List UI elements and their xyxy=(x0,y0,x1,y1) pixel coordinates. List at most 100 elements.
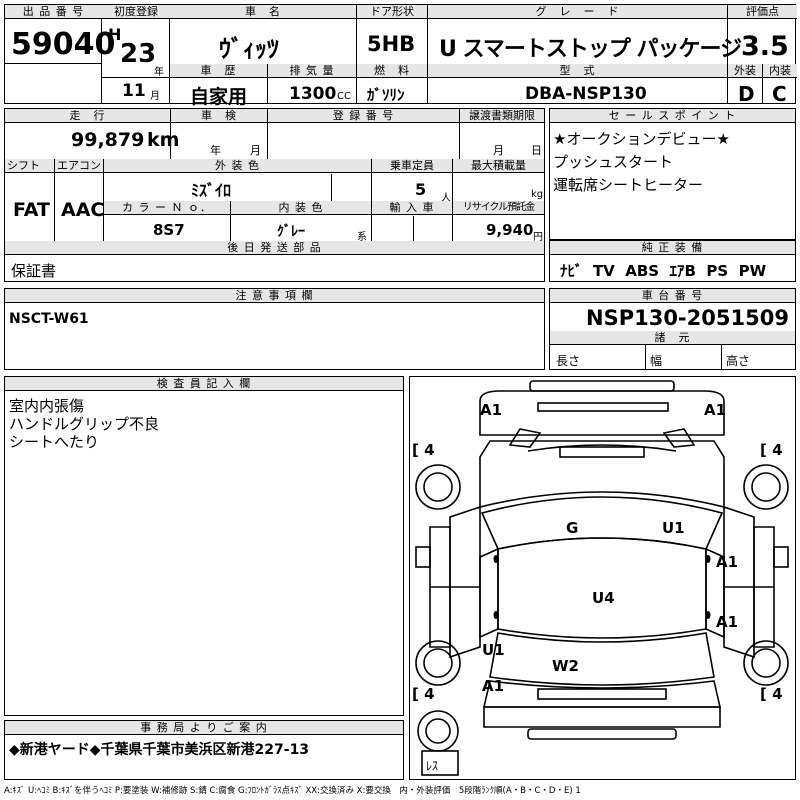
notes-block: 注 意 事 項 欄 NSCT-W61 xyxy=(4,288,545,370)
mark-rear-left-quarter: U1 xyxy=(482,641,505,659)
inspector-block: 検 査 員 記 入 欄 室内内張傷 ハンドルグリップ不良 シートへたり xyxy=(4,376,404,716)
office-info: ◆新港ヤード◆千葉県千葉市美浜区新港227-13 xyxy=(9,742,310,758)
equipment-block: 純 正 装 備 ﾅﾋﾞ TV ABS ｴｱB PS PW xyxy=(549,240,796,282)
inspector-line-3: シートへたり xyxy=(9,433,100,451)
mark-right-front-door: A1 xyxy=(716,553,739,571)
damage-legend: A:ｷｽﾞ U:ﾍｺﾐ B:ｷｽﾞを伴うﾍｺﾐ P:要塗装 W:補修跡 S:錆 … xyxy=(4,786,581,796)
later-parts: 保証書 xyxy=(11,262,57,280)
ac: AAC xyxy=(61,199,105,221)
kg-unit: kg xyxy=(531,189,544,200)
equipment-label: 純 正 装 備 xyxy=(550,241,795,255)
mark-rear-left: A1 xyxy=(482,677,505,695)
tire-rear-right: [ 4 xyxy=(760,685,783,703)
import-label: 輸 入 車 xyxy=(372,201,452,215)
lot-label: 出 品 番 号 xyxy=(5,5,102,19)
tr-month-unit: 月 xyxy=(493,144,504,157)
length-label: 長さ xyxy=(556,354,581,368)
person-unit: 人 xyxy=(441,193,451,204)
notes: NSCT-W61 xyxy=(9,311,89,327)
tire-front-right: [ 4 xyxy=(760,441,783,459)
grade: U スマートストップ パッケージ xyxy=(439,37,742,62)
int-label: 内装 xyxy=(763,64,797,78)
inspector-line-1: 室内内張傷 xyxy=(9,397,85,415)
notes-label: 注 意 事 項 欄 xyxy=(5,289,544,303)
displacement: 1300 xyxy=(289,84,337,104)
colorno: 8S7 xyxy=(153,221,185,239)
insp-year-unit: 年 xyxy=(210,144,221,157)
later-parts-label: 後 日 発 送 部 品 xyxy=(5,241,544,255)
tire-rear-left: [ 4 xyxy=(412,685,435,703)
reg-month: 11 xyxy=(122,81,146,101)
ext-grade: D xyxy=(738,82,755,106)
color-label: 外 装 色 xyxy=(104,159,371,173)
insp-month-unit: 月 xyxy=(250,144,261,157)
score-label: 評価点 xyxy=(728,5,797,19)
colorno-label: カ ラ ー Ｎ ｏ． xyxy=(104,201,231,215)
first-reg-label: 初度登録 xyxy=(102,5,170,19)
month-unit: 月 xyxy=(150,91,160,102)
mark-front-pillar-right: U1 xyxy=(662,519,685,537)
sales-block: セ ー ル ス ポ イ ン ト ★オークションデビュー★ プッシュスタート 運転… xyxy=(549,108,796,240)
tire-front-left: [ 4 xyxy=(412,441,435,459)
reg-year: 23 xyxy=(120,39,157,69)
sales-label: セ ー ル ス ポ イ ン ト xyxy=(550,109,795,123)
mileage-label: 走 行 xyxy=(5,109,171,123)
reg-no-label: 登 録 番 号 xyxy=(268,109,459,123)
car-name-label: 車 名 xyxy=(170,5,357,19)
fuel: ｶﾞｿﾘﾝ xyxy=(367,86,405,104)
spare-tire-note: ﾚｽ xyxy=(426,759,439,773)
chassis-block: 車 台 番 号 NSP130-2051509 諸 元 長さ 幅 高さ xyxy=(549,288,796,370)
tr-day-unit: 日 xyxy=(531,144,542,157)
equipment: ﾅﾋﾞ TV ABS ｴｱB PS PW xyxy=(560,262,767,280)
kei-unit: 系 xyxy=(357,232,367,243)
inspection-label: 車 検 xyxy=(171,109,267,123)
first-reg-cell: 初度登録 H 23 年 11 月 xyxy=(102,5,170,103)
int-grade: C xyxy=(772,82,787,106)
damage-diagram: [ 4 [ 4 [ 4 [ 4 ﾚｽ A1 A1 G U1 A1 U4 A1 U… xyxy=(409,376,796,780)
recycle: 9,940 xyxy=(486,221,534,239)
mileage: 99,879 xyxy=(71,129,145,151)
recycle-label: リサイクル預託金 xyxy=(453,201,544,215)
displacement-label: 排 気 量 xyxy=(268,64,356,78)
shift-label: シフト xyxy=(5,159,56,173)
lot-cell: 出 品 番 号 59040 xyxy=(5,5,115,103)
mark-front-left: A1 xyxy=(480,401,503,419)
cc-unit: CC xyxy=(337,91,351,102)
spec-label: 諸 元 xyxy=(550,331,795,345)
capacity-label: 乗車定員 xyxy=(372,159,452,173)
history: 自家用 xyxy=(190,86,248,108)
fuel-label: 燃 料 xyxy=(357,64,427,78)
car-name: ｳﾞｨｯﾂ xyxy=(219,35,279,63)
chassis-label: 車 台 番 号 xyxy=(550,289,795,303)
inspector-line-2: ハンドルグリップ不良 xyxy=(9,415,160,433)
sales-point-2: プッシュスタート xyxy=(553,153,674,171)
color: ﾐｽﾞｲﾛ xyxy=(191,181,232,200)
maxload-label: 最大積載量 xyxy=(453,159,544,173)
model-label: 型 式 xyxy=(428,64,727,78)
transfer-label: 譲渡書類期限 xyxy=(460,109,544,123)
mark-rear-glass: W2 xyxy=(552,657,579,675)
door-type: 5HB xyxy=(367,32,416,56)
inspector-label: 検 査 員 記 入 欄 xyxy=(5,377,403,391)
history-label: 車 歴 xyxy=(170,64,268,78)
grade-label: グ レ ー ド xyxy=(428,5,727,19)
ext-label: 外装 xyxy=(728,64,763,78)
lot-number: 59040 xyxy=(11,27,116,62)
era: H xyxy=(108,25,122,44)
chassis-number: NSP130-2051509 xyxy=(586,306,789,330)
mark-roof: U4 xyxy=(592,589,615,607)
mark-front-right: A1 xyxy=(704,401,727,419)
sales-point-3: 運転席シートヒーター xyxy=(553,176,704,194)
year-unit: 年 xyxy=(154,67,164,78)
office-block: 事 務 局 よ り ご 案 内 ◆新港ヤード◆千葉県千葉市美浜区新港227-13 xyxy=(4,720,404,780)
office-label: 事 務 局 よ り ご 案 内 xyxy=(5,721,403,735)
car-outline-diagram xyxy=(415,380,789,776)
sales-point-1: ★オークションデビュー★ xyxy=(553,130,730,148)
mark-right-rear-door: A1 xyxy=(716,613,739,631)
intcolor: ｸﾞﾚｰ xyxy=(277,224,305,240)
mileage-block: 走 行 99,879 km 車 検 年 月 登 録 番 号 譲渡書類期限 月 日… xyxy=(4,108,545,282)
intcolor-label: 内 装 色 xyxy=(231,201,371,215)
ac-label: エアコン xyxy=(54,159,106,173)
shift: FAT xyxy=(13,199,50,221)
yen-unit: 円 xyxy=(533,232,543,243)
